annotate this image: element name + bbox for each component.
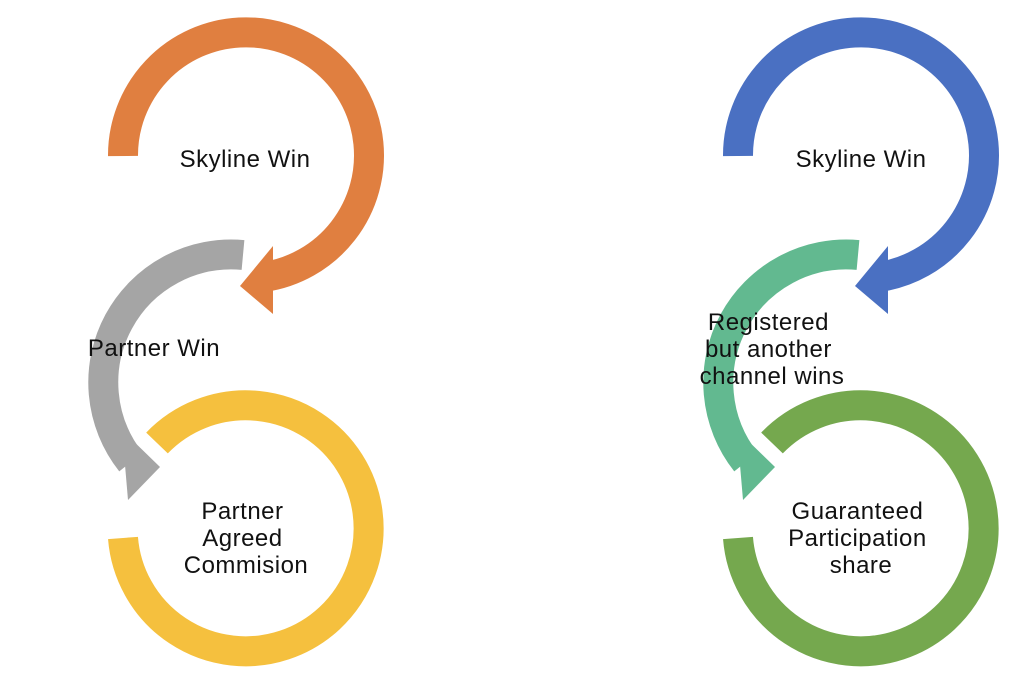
right-step3-label-line1: Guaranteed (792, 498, 924, 525)
left-step3-arc (108, 390, 384, 667)
left-cycle: Skyline Win Partner Win Partner Agreed C… (88, 17, 384, 667)
left-step2-arc (88, 239, 245, 472)
right-step3-label-line2: Participation (788, 525, 927, 552)
right-step1-arrowhead (855, 246, 888, 314)
right-step2-label: Registered but another channel wins (700, 309, 845, 390)
right-step2-label-line1: Registered (708, 309, 829, 336)
left-step2-arrow (88, 239, 245, 500)
left-step3-label-line2: Agreed (202, 525, 282, 552)
right-step3-label: Guaranteed Participation share (788, 498, 934, 579)
left-step3-ring (108, 390, 384, 667)
right-step1-arc (722, 17, 999, 292)
left-step1-arrowhead (240, 246, 273, 314)
right-step2-arrowhead (737, 430, 775, 500)
left-step2-label: Partner Win (88, 335, 220, 362)
left-step2-arrowhead (122, 430, 160, 500)
right-step2-arc (703, 239, 860, 472)
right-step3-ring (723, 390, 999, 667)
right-step1-arrow (722, 17, 999, 314)
left-step3-label: Partner Agreed Commision (184, 498, 309, 579)
left-step1-label: Skyline Win (180, 146, 311, 173)
right-step2-label-line3: channel wins (700, 363, 845, 390)
left-step1-arc (107, 17, 384, 292)
right-step2-label-line2: but another (705, 336, 832, 363)
right-step3-arc (723, 390, 999, 667)
left-step3-label-line3: Commision (184, 552, 309, 579)
right-step1-label: Skyline Win (796, 146, 927, 173)
right-step3-label-line3: share (830, 552, 893, 579)
left-step1-arrow (107, 17, 384, 314)
right-cycle: Skyline Win Registered but another chann… (700, 17, 999, 667)
left-step3-label-line1: Partner (201, 498, 283, 525)
right-step2-arrow (703, 239, 860, 500)
